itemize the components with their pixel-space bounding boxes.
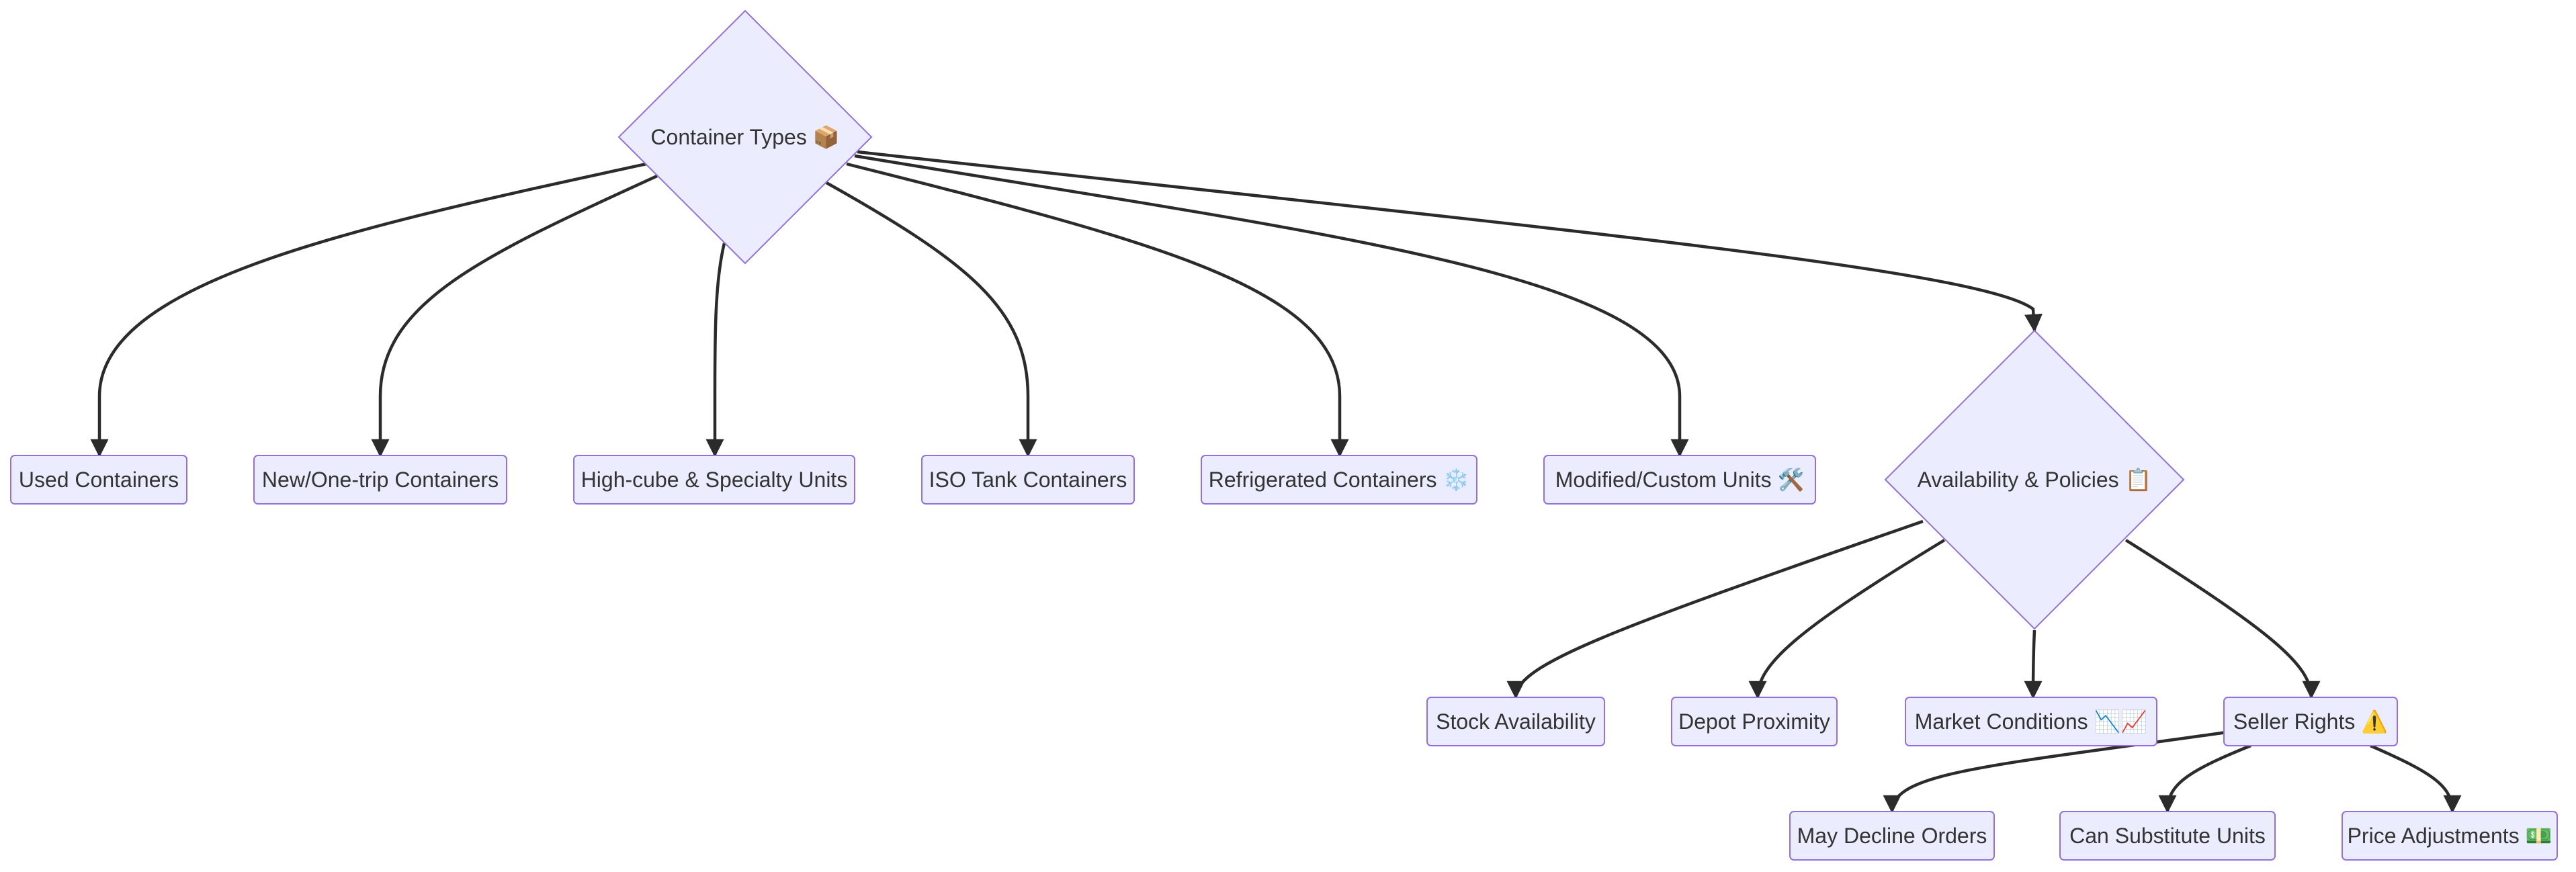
node-market-conditions[interactable]: Market Conditions 📉📈 — [1905, 697, 2157, 746]
node-label: Can Substitute Units — [2069, 824, 2266, 848]
edge-avail-seller — [2124, 539, 2321, 699]
node-label: Seller Rights ⚠️ — [2233, 709, 2388, 734]
node-box — [10, 455, 187, 505]
node-stock-availability[interactable]: Stock Availability — [1426, 697, 1605, 746]
edge-avail-stock — [1506, 519, 1924, 699]
edge-types-reefer — [846, 162, 1349, 457]
edge-types-iso — [825, 181, 1037, 457]
edge-types-modified — [854, 154, 1689, 457]
node-label: Modified/Custom Units 🛠️ — [1555, 467, 1805, 492]
edge-types-used — [90, 162, 647, 457]
node-availability-policies[interactable]: Availability & Policies 📋 — [1884, 329, 2185, 630]
node-refrigerated-containers[interactable]: Refrigerated Containers ❄️ — [1201, 455, 1477, 505]
node-box — [1426, 697, 1605, 746]
node-new-one-trip-containers[interactable]: New/One-trip Containers — [253, 455, 507, 505]
node-high-cube-specialty-units[interactable]: High-cube & Specialty Units — [573, 455, 855, 505]
node-label: New/One-trip Containers — [262, 468, 499, 492]
node-box — [2059, 811, 2276, 861]
edge-seller-price — [2370, 744, 2462, 814]
node-label: Refrigerated Containers ❄️ — [1209, 468, 1469, 492]
node-label: Price Adjustments 💵 — [2348, 824, 2552, 848]
edge-seller-substitute — [2158, 744, 2251, 814]
edge-avail-depot — [1748, 539, 1946, 699]
edge-types-avail — [857, 150, 2043, 333]
edge-avail-market — [2024, 629, 2043, 699]
node-label: Container Types 📦 — [650, 125, 839, 149]
node-depot-proximity[interactable]: Depot Proximity — [1671, 697, 1838, 746]
diamond-shape — [617, 9, 873, 265]
node-modified-custom-units[interactable]: Modified/Custom Units 🛠️ — [1543, 455, 1816, 505]
node-label: Availability & Policies 📋 — [1918, 468, 2152, 492]
node-label: High-cube & Specialty Units — [581, 468, 848, 492]
node-box — [1543, 455, 1816, 505]
node-box — [573, 455, 855, 505]
node-may-decline-orders[interactable]: May Decline Orders — [1789, 811, 1995, 861]
node-label: Depot Proximity — [1678, 709, 1830, 734]
node-label: Used Containers — [19, 468, 179, 492]
node-seller-rights[interactable]: Seller Rights ⚠️ — [2223, 697, 2398, 746]
node-box — [2342, 811, 2558, 861]
node-box — [1671, 697, 1838, 746]
node-iso-tank-containers[interactable]: ISO Tank Containers — [921, 455, 1135, 505]
node-box — [921, 455, 1135, 505]
node-container-types[interactable]: Container Types 📦 — [617, 9, 873, 265]
node-box — [253, 455, 507, 505]
edge-types-new — [371, 174, 658, 457]
node-box — [1905, 697, 2157, 746]
node-label: ISO Tank Containers — [929, 468, 1127, 492]
node-box — [2223, 697, 2398, 746]
node-used-containers[interactable]: Used Containers — [10, 455, 187, 505]
node-can-substitute-units[interactable]: Can Substitute Units — [2059, 811, 2276, 861]
node-label: May Decline Orders — [1797, 824, 1987, 848]
edge-types-highcube — [705, 243, 726, 457]
node-price-adjustments[interactable]: Price Adjustments 💵 — [2342, 811, 2558, 861]
node-box — [1201, 455, 1477, 505]
diamond-shape — [1884, 329, 2185, 630]
node-label: Market Conditions 📉📈 — [1915, 709, 2147, 734]
node-box — [1789, 811, 1995, 861]
nodes: Container Types 📦 Used Containers New/On… — [10, 9, 2558, 861]
node-label: Stock Availability — [1436, 709, 1596, 734]
